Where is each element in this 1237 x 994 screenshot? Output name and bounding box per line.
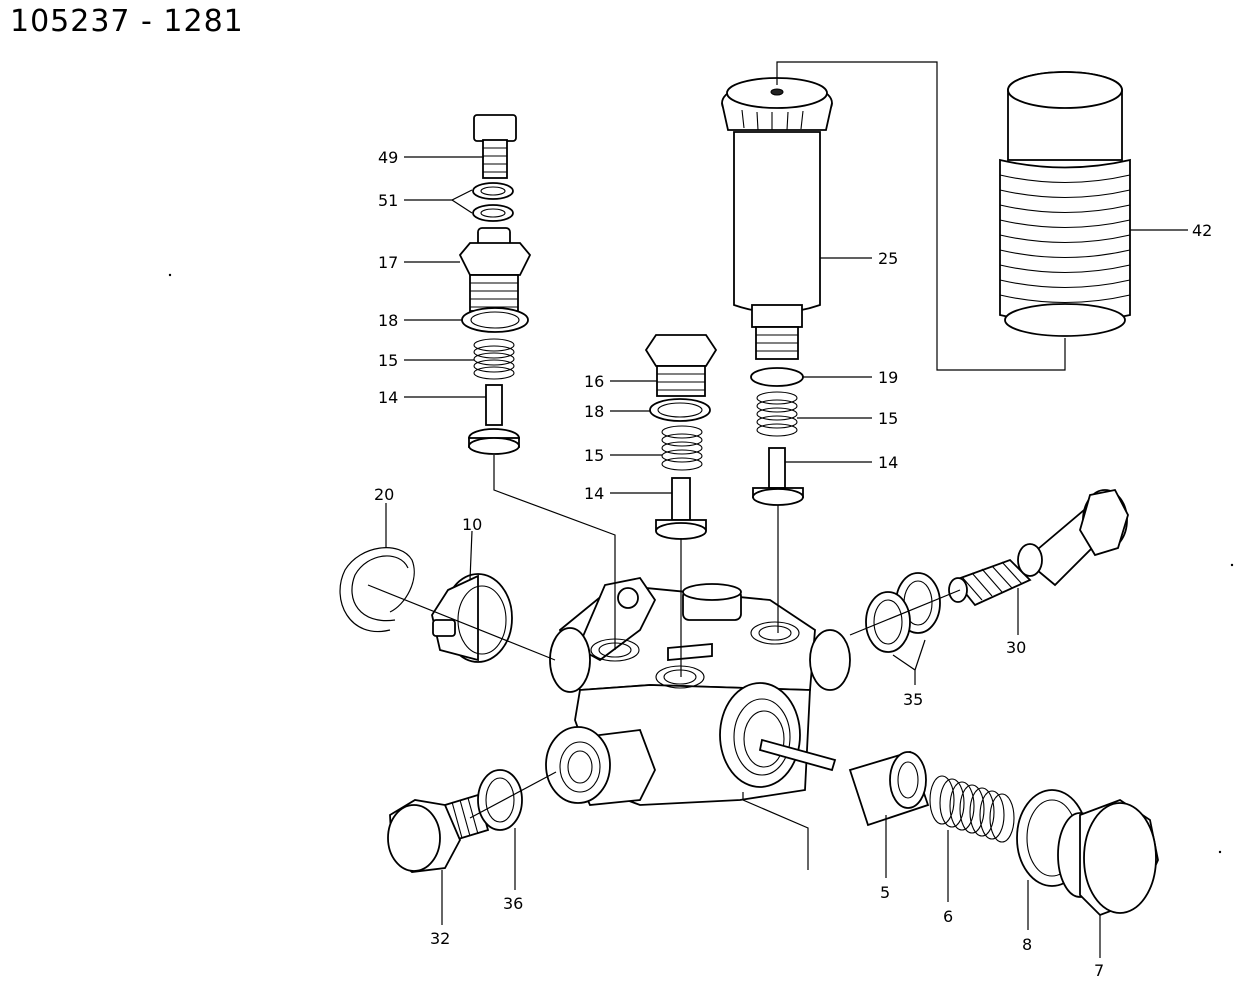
callout-15-center: 15	[584, 446, 604, 465]
callout-35: 35	[903, 690, 923, 709]
callout-5: 5	[880, 883, 890, 902]
bottom-right-parts	[758, 738, 1159, 917]
callout-30: 30	[1006, 638, 1026, 657]
callout-19: 19	[878, 368, 898, 387]
callout-7: 7	[1094, 961, 1104, 980]
center-lines	[367, 61, 1066, 870]
plug-32	[387, 793, 490, 873]
callout-8: 8	[1022, 935, 1032, 954]
callout-18-center: 18	[584, 402, 604, 421]
callout-16: 16	[584, 372, 604, 391]
callout-36: 36	[503, 894, 523, 913]
callout-6: 6	[943, 907, 953, 926]
callout-15-right: 15	[878, 409, 898, 428]
left-valve-stack	[458, 114, 532, 455]
callout-20: 20	[374, 485, 394, 504]
callout-15-left: 15	[378, 351, 398, 370]
relief-valve-30	[948, 488, 1129, 607]
callout-25: 25	[878, 249, 898, 268]
callout-14-center: 14	[584, 484, 604, 503]
callout-49: 49	[378, 148, 398, 167]
callout-14-left: 14	[378, 388, 398, 407]
callout-51: 51	[378, 191, 398, 210]
bellows-42	[999, 71, 1131, 337]
callout-18-left: 18	[378, 311, 398, 330]
right-valve-stack	[721, 77, 833, 506]
drawing-number: 105237 - 1281	[10, 4, 244, 39]
callouts: 49 51 17 18 15 14 16 18 15 14 25 42 19 1…	[374, 148, 1212, 980]
callout-14-right: 14	[878, 453, 898, 472]
callout-32: 32	[430, 929, 450, 948]
pump-body	[545, 577, 851, 806]
washer-36	[477, 769, 523, 831]
callout-10: 10	[462, 515, 482, 534]
left-parts	[339, 547, 513, 663]
callout-42: 42	[1192, 221, 1212, 240]
washers-35	[865, 572, 941, 653]
callout-17: 17	[378, 253, 398, 272]
center-valve-stack	[644, 334, 718, 540]
